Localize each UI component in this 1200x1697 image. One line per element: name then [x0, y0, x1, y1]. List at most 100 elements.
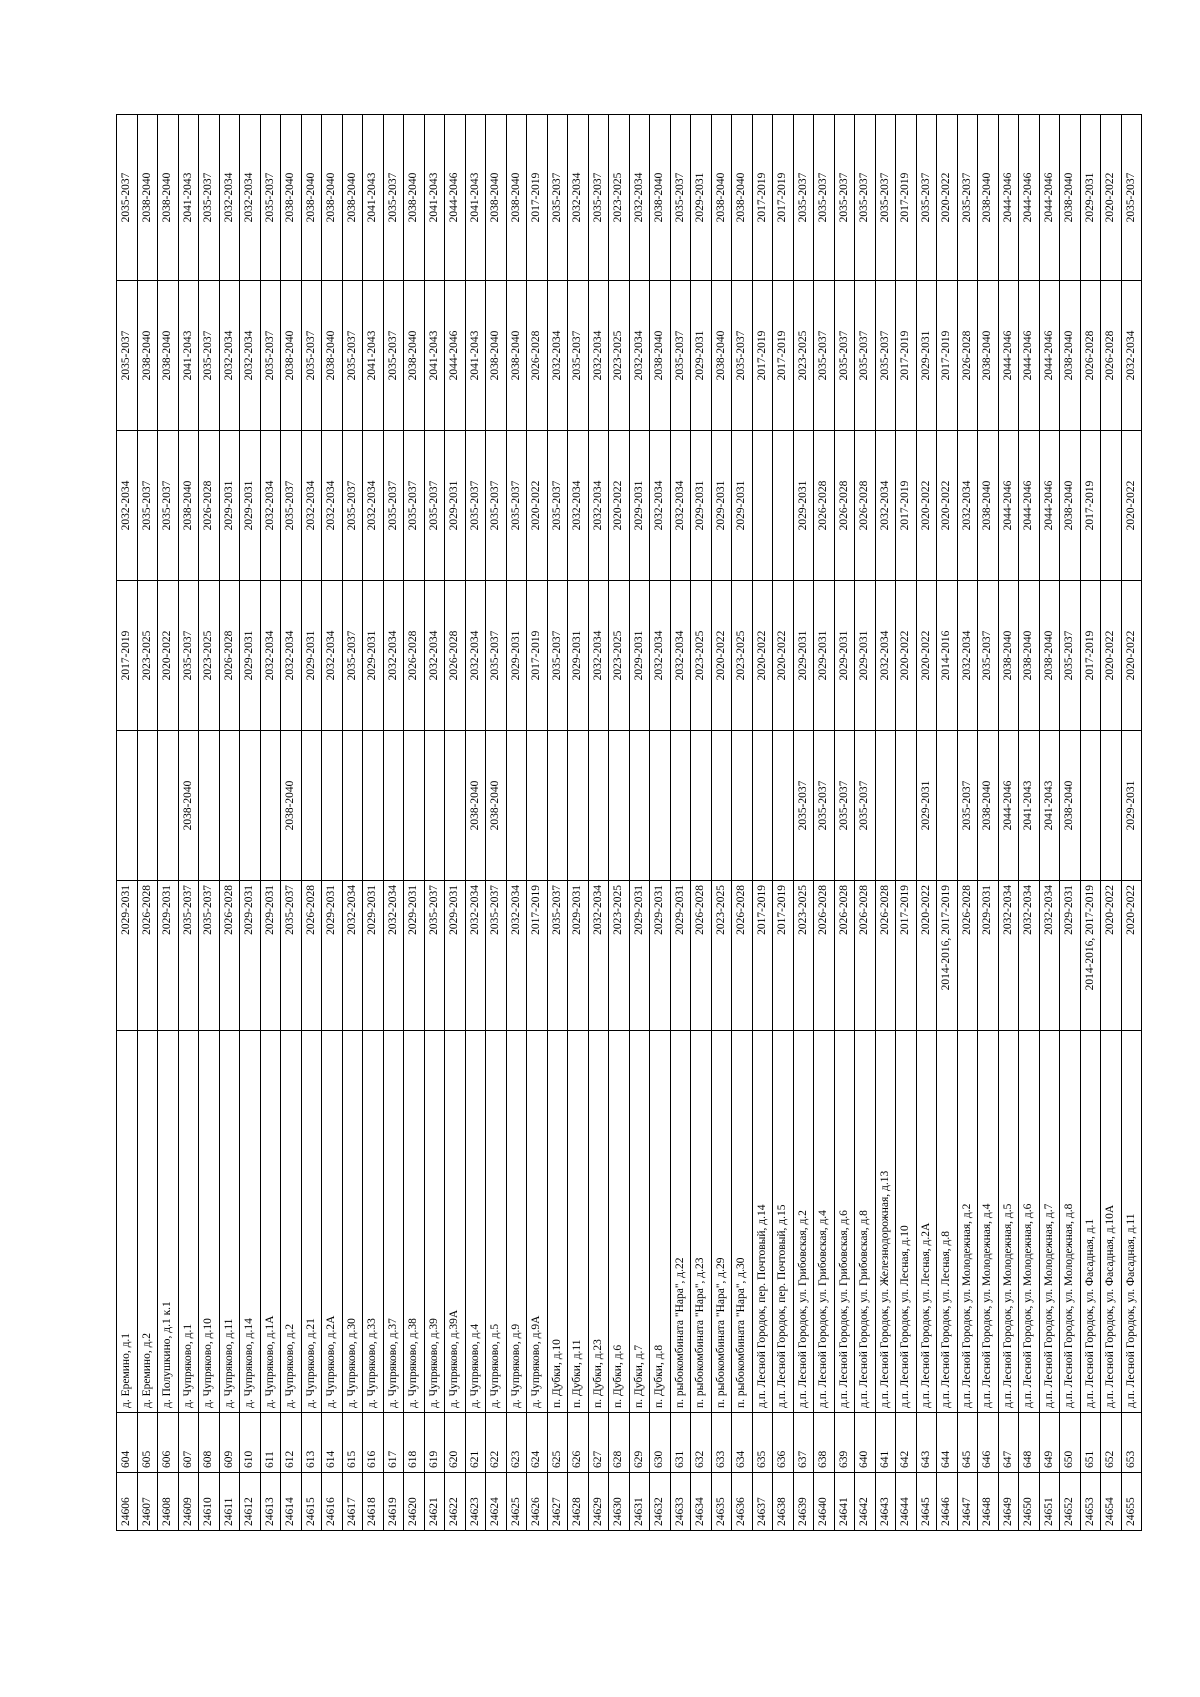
cell-period-6: 2032-2034 [219, 114, 240, 281]
cell-address: д. Чупряково, д.2А [321, 1030, 342, 1413]
cell-item-number: 632 [690, 1412, 711, 1473]
cell-period-4: 2032-2034 [301, 430, 322, 581]
cell-item-number: 634 [731, 1412, 752, 1473]
cell-period-4: 2029-2031 [731, 430, 752, 581]
cell-address: п. Дубки, д.23 [588, 1030, 609, 1413]
cell-item-number: 644 [936, 1412, 957, 1473]
cell-period-4 [772, 430, 793, 581]
cell-period-2 [424, 730, 445, 881]
cell-period-3: 2023-2025 [690, 580, 711, 731]
cell-address: д. Чупряково, д.2 [280, 1030, 301, 1413]
cell-period-2 [198, 730, 219, 881]
cell-row-id: 24655 [1121, 1472, 1142, 1531]
cell-period-4: 2032-2034 [321, 430, 342, 581]
cell-period-6: 2035-2037 [198, 114, 219, 281]
cell-period-5: 2023-2025 [793, 280, 814, 431]
cell-period-1: 2026-2028 [854, 880, 875, 1031]
cell-period-4: 2032-2034 [957, 430, 978, 581]
cell-period-4: 2032-2034 [649, 430, 670, 581]
cell-address: д. Чупряково, д.1А [260, 1030, 281, 1413]
cell-period-3: 2026-2028 [219, 580, 240, 731]
cell-address: д.п. Лесной Городок, ул. Грибовская, д.4 [813, 1030, 834, 1413]
cell-address: д. Чупряково, д.38 [403, 1030, 424, 1413]
cell-period-2 [936, 730, 957, 881]
cell-row-id: 24638 [772, 1472, 793, 1531]
cell-period-5: 2041-2043 [424, 280, 445, 431]
cell-row-id: 24647 [957, 1472, 978, 1531]
cell-period-3: 2032-2034 [321, 580, 342, 731]
cell-period-6: 2041-2043 [362, 114, 383, 281]
cell-address: д.п. Лесной Городок, ул. Железнодорожная… [875, 1030, 896, 1413]
cell-row-id: 24643 [875, 1472, 896, 1531]
cell-address: д.п. Лесной Городок, ул. Фасадная, д.11 [1121, 1030, 1142, 1413]
cell-period-3: 2035-2037 [485, 580, 506, 731]
cell-period-5: 2035-2037 [670, 280, 691, 431]
cell-period-3: 2020-2022 [895, 580, 916, 731]
cell-row-id: 24608 [157, 1472, 178, 1531]
cell-period-6: 2035-2037 [957, 114, 978, 281]
cell-address: д. Полушкино, д.1 к.1 [157, 1030, 178, 1413]
cell-address: д. Чупряково, д.11 [219, 1030, 240, 1413]
cell-address: п. Дубки, д.8 [649, 1030, 670, 1413]
cell-period-6: 2035-2037 [916, 114, 937, 281]
cell-item-number: 624 [526, 1412, 547, 1473]
cell-period-3: 2032-2034 [957, 580, 978, 731]
cell-period-1: 2029-2031 [977, 880, 998, 1031]
cell-period-3: 2029-2031 [506, 580, 527, 731]
cell-period-4: 2035-2037 [342, 430, 363, 581]
cell-item-number: 608 [198, 1412, 219, 1473]
cell-item-number: 625 [547, 1412, 568, 1473]
cell-period-1: 2029-2031 [157, 880, 178, 1031]
cell-address: д.п. Лесной Городок, ул. Молодежная, д.6 [1018, 1030, 1039, 1413]
cell-period-5: 2038-2040 [321, 280, 342, 431]
cell-period-1: 2029-2031 [321, 880, 342, 1031]
cell-item-number: 629 [629, 1412, 650, 1473]
cell-period-5: 2035-2037 [567, 280, 588, 431]
cell-row-id: 24617 [342, 1472, 363, 1531]
cell-period-2 [342, 730, 363, 881]
cell-period-3: 2038-2040 [1039, 580, 1060, 731]
cell-period-4: 2038-2040 [977, 430, 998, 581]
cell-period-6: 2038-2040 [321, 114, 342, 281]
cell-period-6: 2032-2034 [239, 114, 260, 281]
cell-period-3: 2032-2034 [649, 580, 670, 731]
cell-period-3: 2017-2019 [116, 580, 137, 731]
cell-address: д. Чупряково, д.39А [444, 1030, 465, 1413]
cell-item-number: 622 [485, 1412, 506, 1473]
cell-row-id: 24625 [506, 1472, 527, 1531]
cell-period-3: 2029-2031 [834, 580, 855, 731]
cell-period-2 [649, 730, 670, 881]
cell-row-id: 24654 [1100, 1472, 1121, 1531]
cell-period-4 [1100, 430, 1121, 581]
cell-period-5: 2041-2043 [362, 280, 383, 431]
cell-item-number: 647 [998, 1412, 1019, 1473]
cell-period-5: 2044-2046 [1039, 280, 1060, 431]
cell-item-number: 605 [137, 1412, 158, 1473]
cell-period-3: 2029-2031 [567, 580, 588, 731]
cell-address: д.п. Лесной Городок, ул. Лесная, д.10 [895, 1030, 916, 1413]
cell-period-6: 2035-2037 [383, 114, 404, 281]
cell-period-1: 2035-2037 [547, 880, 568, 1031]
cell-period-2: 2044-2046 [998, 730, 1019, 881]
cell-period-5: 2032-2034 [239, 280, 260, 431]
cell-period-5: 2041-2043 [178, 280, 199, 431]
cell-row-id: 24619 [383, 1472, 404, 1531]
cell-row-id: 24641 [834, 1472, 855, 1531]
cell-period-3: 2035-2037 [178, 580, 199, 731]
cell-period-5: 2026-2028 [1080, 280, 1101, 431]
cell-period-6: 2017-2019 [895, 114, 916, 281]
